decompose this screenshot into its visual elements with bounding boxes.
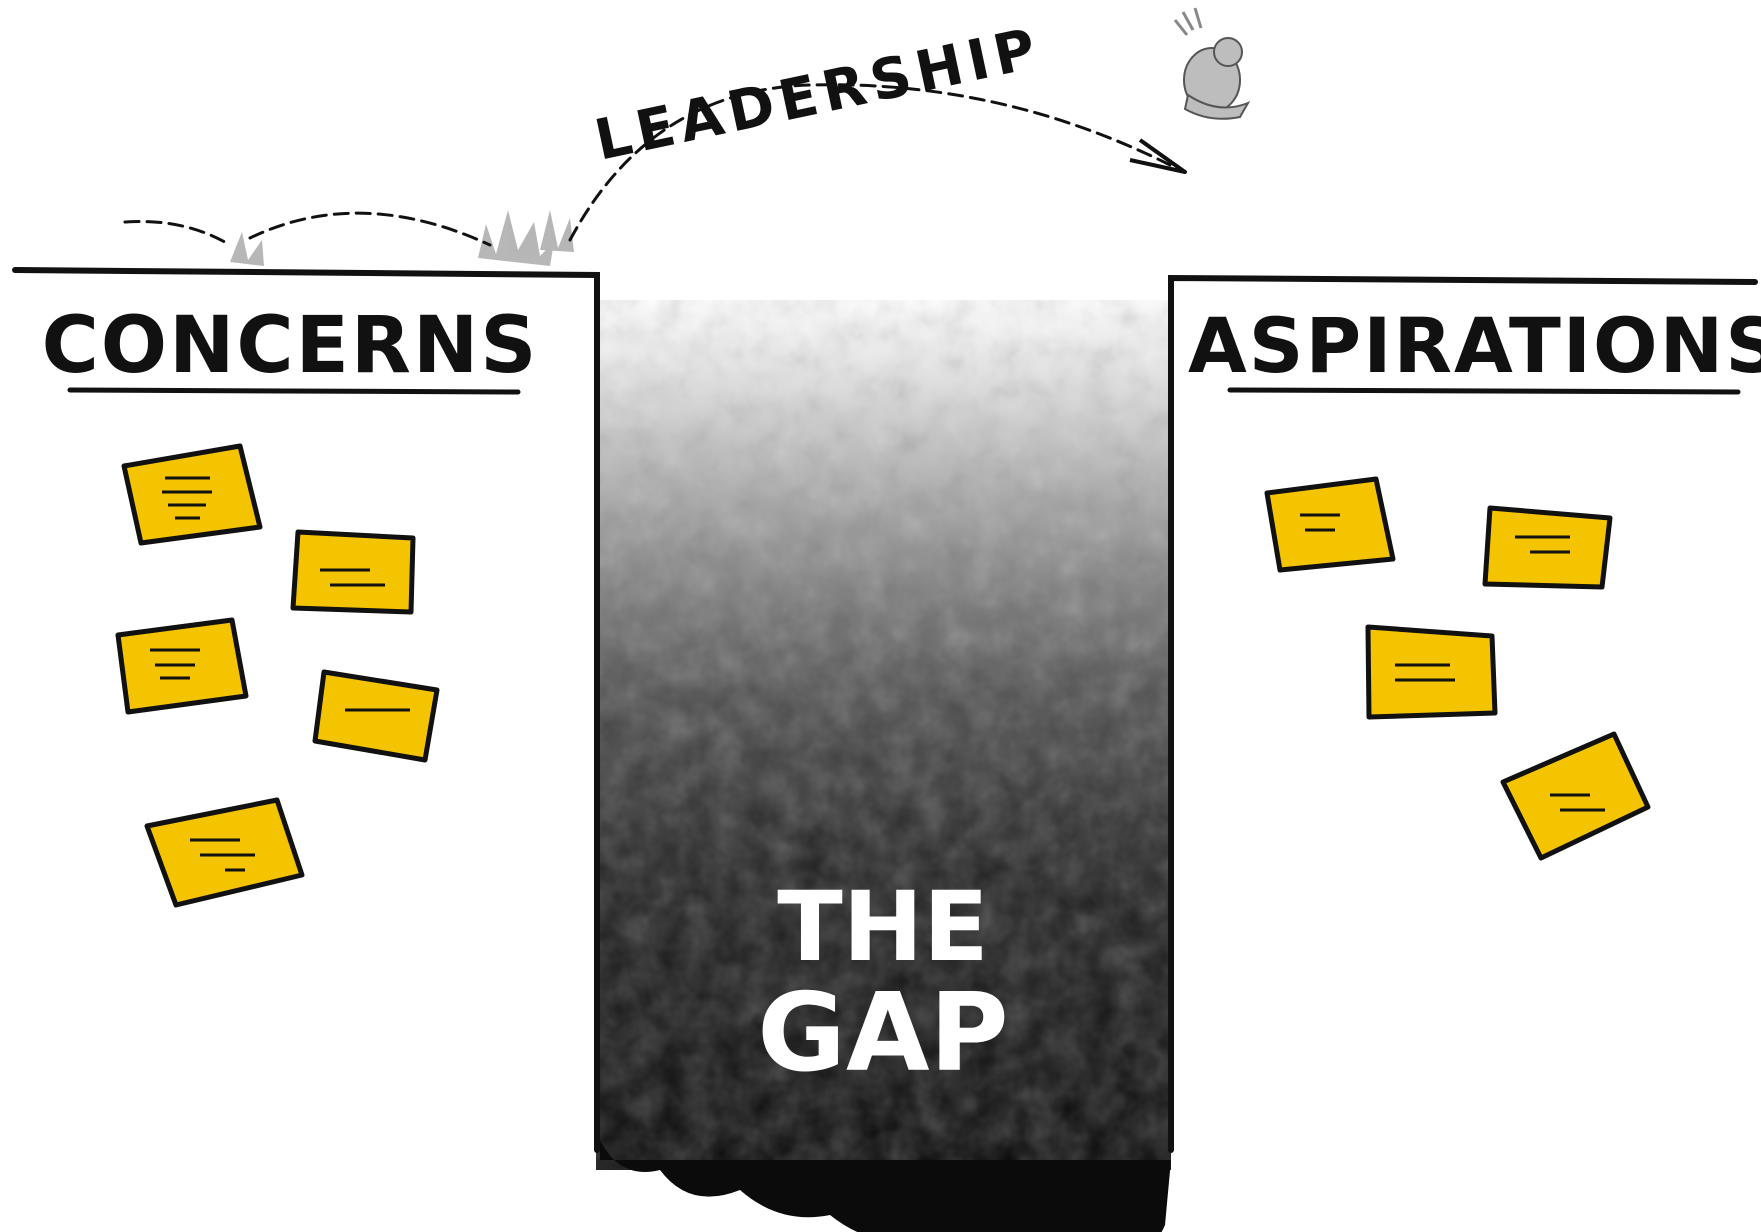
dust-puff-icon xyxy=(230,210,574,266)
sticky-note xyxy=(144,797,305,908)
sticky-note xyxy=(312,669,440,763)
aspirations-notes xyxy=(1264,476,1651,861)
concerns-heading: CONCERNS xyxy=(42,301,539,391)
sticky-note xyxy=(1482,505,1613,590)
sticky-note xyxy=(115,617,249,715)
concerns-notes xyxy=(115,443,440,908)
arrowhead-icon xyxy=(1129,138,1187,174)
sticky-note xyxy=(1365,624,1498,720)
right-cliff xyxy=(1168,274,1758,1153)
person-leaping-icon xyxy=(1173,7,1251,120)
sticky-note xyxy=(290,529,416,615)
sticky-note xyxy=(1500,731,1651,861)
sticky-note xyxy=(1264,476,1396,573)
gap-title-line2: GAP xyxy=(757,971,1008,1096)
gap-title-line1: THE xyxy=(777,871,988,983)
aspirations-heading: ASPIRATIONS xyxy=(1188,301,1761,390)
sticky-note xyxy=(121,443,263,546)
gap-pit xyxy=(596,300,1171,1232)
left-cliff xyxy=(12,267,600,1153)
dashed-arrow-icon xyxy=(123,83,1172,247)
leadership-label: LEADERSHIP xyxy=(589,16,1047,174)
concerns-underline xyxy=(67,387,521,395)
aspirations-underline xyxy=(1227,387,1741,395)
